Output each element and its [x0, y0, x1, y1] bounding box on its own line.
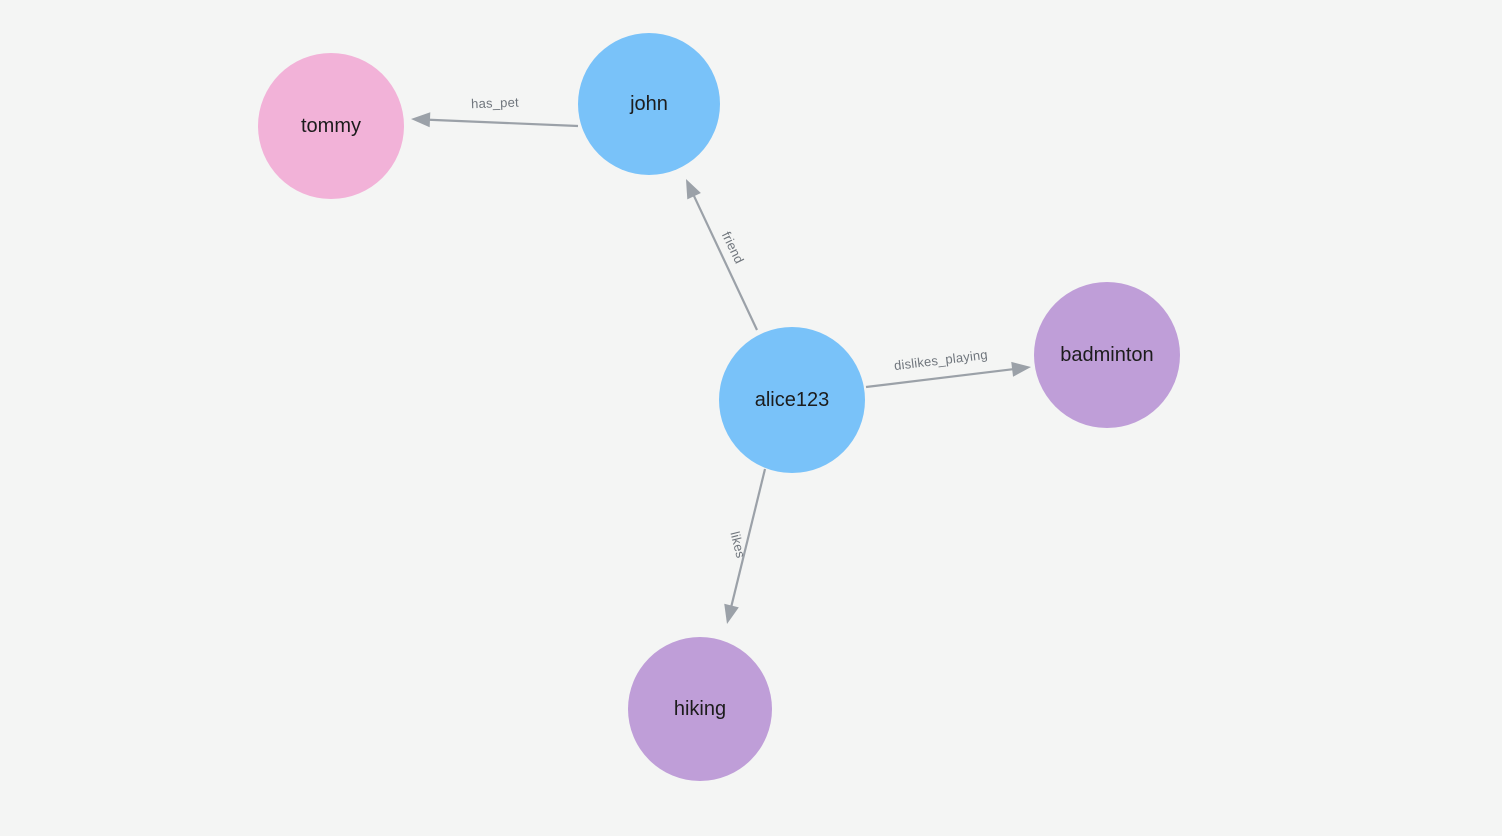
edge-arrowhead-icon [411, 112, 431, 128]
edge-label: dislikes_playing [893, 347, 988, 373]
graph-node-badminton[interactable]: badminton [1034, 282, 1180, 428]
edge-arrowhead-icon [724, 603, 739, 624]
edge-arrowhead-icon [686, 179, 701, 200]
graph-node-label: badminton [1060, 343, 1154, 366]
edge-line[interactable] [425, 118, 579, 128]
edge-line[interactable] [865, 367, 1017, 389]
graph-node-label: alice123 [754, 388, 830, 411]
graph-node-label: hiking [673, 697, 727, 720]
graph-node-tommy[interactable]: tommy [258, 53, 404, 199]
edge-label: friend [719, 229, 747, 266]
graph-node-alice123[interactable]: alice123 [719, 327, 865, 473]
graph-node-john[interactable]: john [578, 33, 720, 175]
edge-label: has_pet [471, 95, 519, 112]
edge-arrowhead-icon [1011, 361, 1031, 377]
edge-line[interactable] [691, 192, 758, 331]
edge-label: likes [727, 530, 748, 560]
graph-node-hiking[interactable]: hiking [628, 637, 772, 781]
graph-node-label: tommy [300, 114, 361, 137]
graph-node-label: john [630, 92, 668, 115]
edge-line[interactable] [729, 468, 767, 610]
